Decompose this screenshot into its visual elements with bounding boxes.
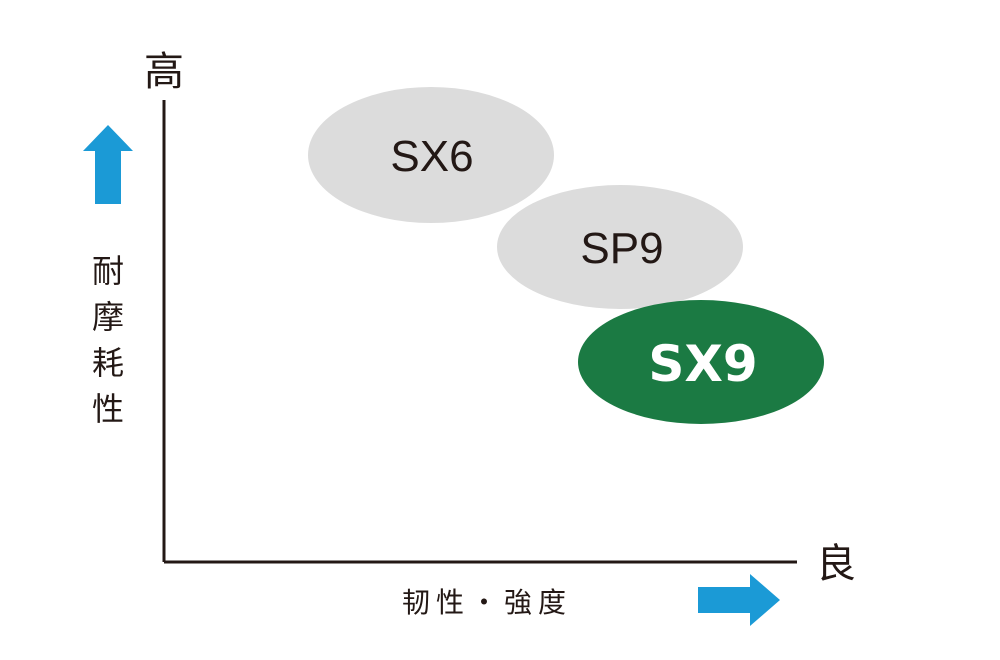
product-ellipse: [497, 185, 743, 309]
product-sx9: SX9: [578, 300, 824, 424]
x-axis-title: 韧性・強度: [402, 586, 572, 619]
y-axis-title-char: 耐: [92, 252, 124, 290]
y-axis-title-char: 耗: [92, 344, 124, 382]
y-axis-title: 耐 摩 耗 性: [92, 252, 124, 428]
product-label: SX9: [648, 335, 757, 393]
arrow-right-icon: [698, 574, 780, 626]
y-axis-high-label: 高: [144, 49, 184, 95]
x-axis-good-label: 良: [816, 541, 856, 587]
y-axis-title-char: 摩: [92, 298, 124, 336]
y-axis-title-char: 性: [92, 390, 124, 428]
product-sp9: SP9: [497, 185, 743, 309]
product-ellipse: [578, 300, 824, 424]
product-sx6: SX6: [308, 87, 554, 223]
product-label: SX6: [390, 132, 473, 181]
arrow-up-icon: [83, 125, 133, 204]
product-label: SP9: [580, 224, 663, 273]
product-ellipse: [308, 87, 554, 223]
